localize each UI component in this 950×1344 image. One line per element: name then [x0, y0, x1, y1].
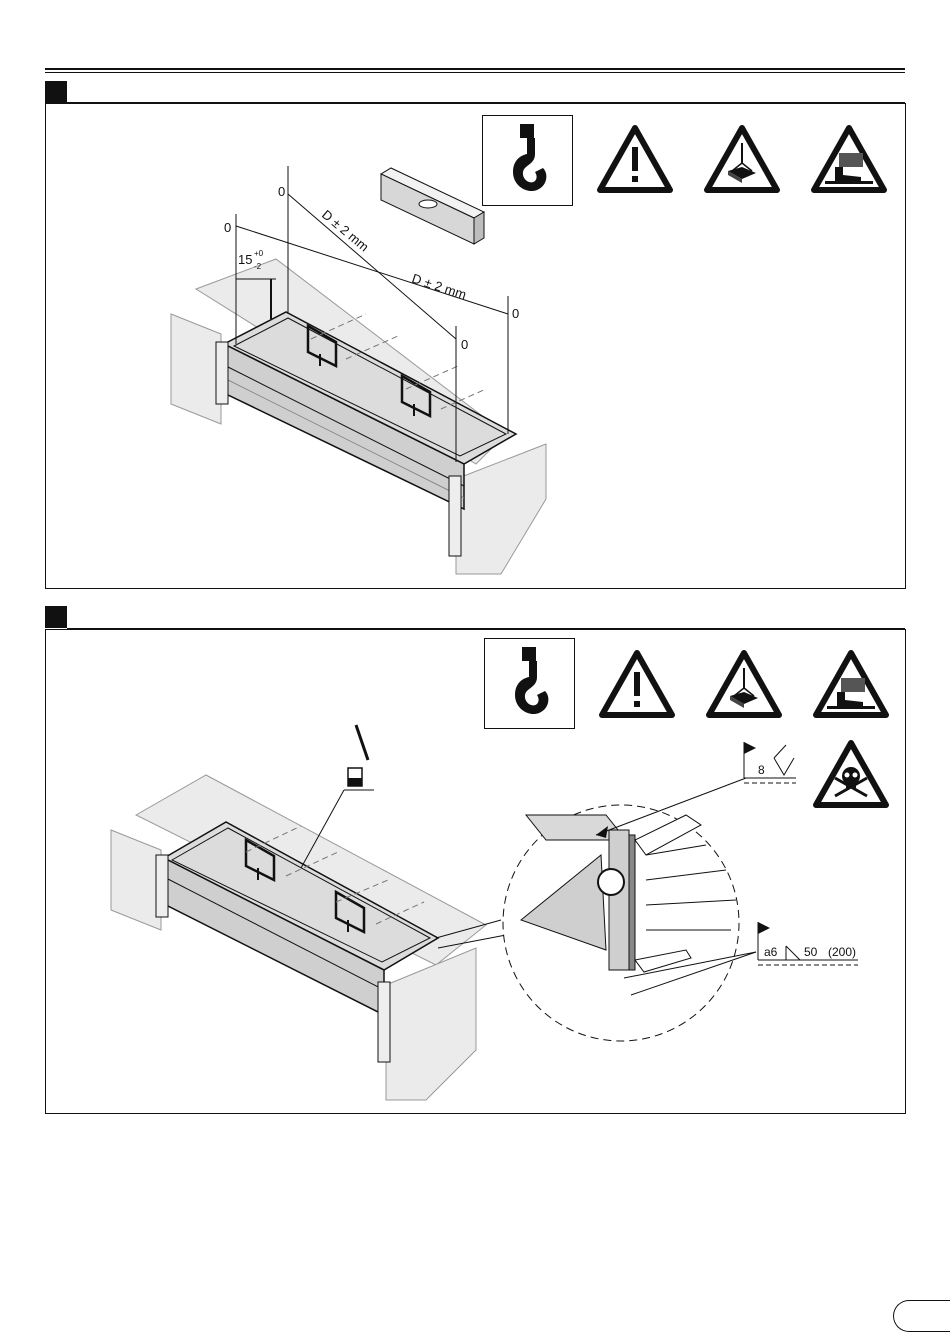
- step-1-foot-crush-icon: [811, 125, 887, 193]
- wall-right-face: [386, 948, 476, 1100]
- dim-tolerance: 15: [238, 252, 252, 267]
- crane-hook-icon: [483, 116, 572, 205]
- weld-symbol-bottom: a6 50 (200): [758, 922, 858, 965]
- wall-left-face: [111, 830, 161, 930]
- dim-tolerance-up: +0: [254, 249, 264, 258]
- spirit-level: [381, 168, 484, 244]
- weld-bottom-pitch: (200): [828, 945, 856, 959]
- dim-tolerance-down: -2: [254, 262, 262, 271]
- header-rule-thick: [45, 68, 905, 70]
- paint-brush-can: [348, 725, 368, 786]
- dim-zero-c: 0: [461, 337, 468, 352]
- header-rule-thin: [45, 72, 905, 73]
- dim-zero-a: 0: [278, 184, 285, 199]
- step-2-foot-crush-icon: [813, 650, 889, 718]
- dim-zero-b: 0: [224, 220, 231, 235]
- left-jamb: [156, 855, 168, 917]
- weld-symbol-top: 8: [744, 742, 796, 783]
- step-1-general-warning-icon: [597, 125, 673, 193]
- dim-diagonal-1: D ± 2 mm: [319, 207, 372, 255]
- step-2-marker: [45, 606, 67, 628]
- step-2-general-warning-icon: [599, 650, 675, 718]
- step-2-suspended-load-icon: [706, 650, 782, 718]
- wall-right-face: [456, 444, 546, 574]
- weld-top-size: 8: [758, 763, 765, 777]
- weld-bottom-spec: a6: [764, 945, 778, 959]
- step-1-marker: [45, 81, 67, 103]
- weld-bottom-length: 50: [804, 945, 818, 959]
- step-2-crane-hook-icon-box: [484, 638, 575, 729]
- dim-zero-d: 0: [512, 306, 519, 321]
- step-1-suspended-load-icon: [704, 125, 780, 193]
- dim-diagonal-2: D ± 2 mm: [410, 271, 468, 303]
- wall-left-face: [171, 314, 221, 424]
- left-jamb: [216, 342, 228, 404]
- right-jamb: [449, 476, 461, 556]
- crane-hook-icon: [485, 639, 574, 728]
- right-jamb: [378, 982, 390, 1062]
- page-number-tab: [893, 1300, 950, 1332]
- step-1-crane-hook-icon-box: [482, 115, 573, 206]
- step-2-toxic-skull-icon: [813, 740, 889, 808]
